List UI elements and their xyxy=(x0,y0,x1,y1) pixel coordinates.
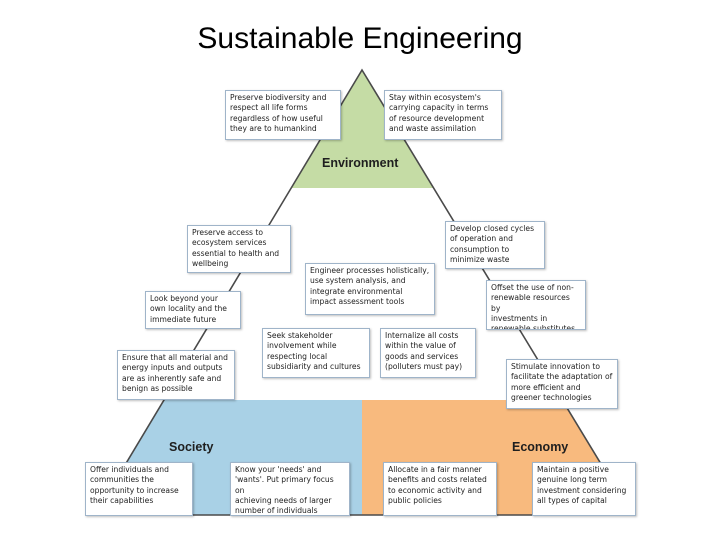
principle-internalize-costs: Internalize all costs within the value o… xyxy=(380,328,476,378)
principle-carrying-capacity: Stay within ecosystem's carrying capacit… xyxy=(384,90,502,140)
principle-offset-nonrenewable: Offset the use of non- renewable resourc… xyxy=(486,280,586,330)
principle-safe-inputs-outputs: Ensure that all material and energy inpu… xyxy=(117,350,235,400)
principle-preserve-biodiversity: Preserve biodiversity and respect all li… xyxy=(225,90,341,140)
principle-increase-capabilities: Offer individuals and communities the op… xyxy=(85,462,193,516)
society-label: Society xyxy=(169,440,214,454)
economy-label: Economy xyxy=(512,440,569,454)
principle-long-term-investment: Maintain a positive genuine long term in… xyxy=(532,462,636,516)
principle-look-beyond-locality: Look beyond your own locality and the im… xyxy=(145,291,241,329)
principle-engineer-holistically: Engineer processes holistically, use sys… xyxy=(305,263,435,315)
principle-stimulate-innovation: Stimulate innovation to facilitate the a… xyxy=(506,359,618,409)
principle-stakeholder-involvement: Seek stakeholder involvement while respe… xyxy=(262,328,370,378)
principle-needs-and-wants: Know your 'needs' and 'wants'. Put prima… xyxy=(230,462,350,516)
principle-ecosystem-services: Preserve access to ecosystem services es… xyxy=(187,225,291,273)
principle-closed-cycles: Develop closed cycles of operation and c… xyxy=(445,221,545,269)
environment-label: Environment xyxy=(322,156,399,170)
principle-fair-allocation: Allocate in a fair manner benefits and c… xyxy=(383,462,497,516)
page-title: Sustainable Engineering xyxy=(197,22,523,55)
